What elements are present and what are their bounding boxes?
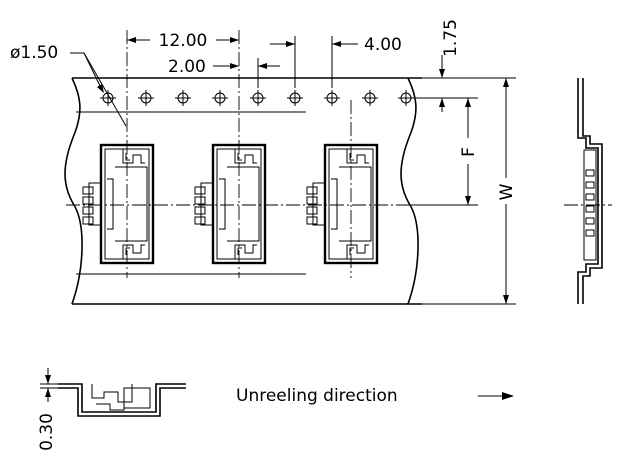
connector-pocket [81,143,155,265]
direction-label: Unreeling direction [236,386,398,406]
dimension-hole-to-pocket: 2.00 [168,57,280,88]
pitch-pocket-label: 12.00 [159,31,208,51]
connector-pocket [193,143,267,265]
crosshair-circle-icon [249,89,267,107]
crosshair-circle-icon [361,89,379,107]
arrow-right-icon [478,392,514,400]
dimension-hole-pitch: 4.00 [270,35,402,88]
carrier-tape-cross-section: 0.30 [37,368,186,451]
carrier-tape-side-view [564,78,612,304]
crosshair-circle-icon [397,89,415,107]
crosshair-circle-icon [137,89,155,107]
thickness-label: 0.30 [37,413,57,451]
crosshair-circle-icon [174,89,192,107]
connector-pocket [305,143,379,265]
crosshair-circle-icon [323,89,341,107]
crosshair-circle-icon [211,89,229,107]
crosshair-circle-icon [286,89,304,107]
hole-edge-label: 1.75 [441,19,461,57]
dimension-tape-width: W [408,77,517,305]
dimension-pitch-pocket: 12.00 [127,30,239,51]
sprocket-holes [99,89,415,107]
dimension-pocket-offset: F [410,98,479,206]
dimension-hole-edge: 1.75 [416,19,478,112]
connector-pockets [81,30,379,278]
pocket-offset-label: F [459,147,479,157]
unreeling-direction: Unreeling direction [236,386,514,406]
carrier-tape-top-view [64,77,440,305]
tape-width-label: W [497,183,517,200]
hole-to-pocket-label: 2.00 [168,57,206,77]
hole-diameter-label: ø1.50 [10,43,58,63]
hole-pitch-label: 4.00 [364,35,402,55]
dimension-hole-diameter: ø1.50 [10,43,127,127]
